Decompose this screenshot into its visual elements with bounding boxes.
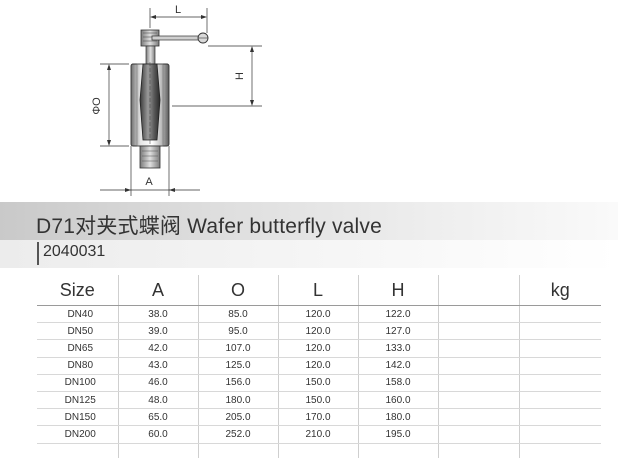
cell-empty [197,443,278,458]
cell-empty [117,443,198,458]
dim-o-label: ΦO [91,97,103,115]
cell-empty [357,443,438,458]
cell-h: 160.0 [357,391,438,410]
header-o: O [197,275,278,306]
dimension-l: L [149,4,208,33]
dim-a-label: A [145,176,153,188]
cell-a: 48.0 [117,391,198,410]
cell-a: 39.0 [117,322,198,341]
table-row: DN125 48.0 180.0 150.0 160.0 [37,391,601,410]
cell-l: 150.0 [277,391,358,410]
dim-h-label: H [234,72,246,80]
code-divider [37,242,39,265]
cell-blank [437,339,519,358]
title-band [0,202,618,240]
cell-size: DN200 [37,425,118,444]
header-a: A [117,275,198,306]
cell-empty [37,443,118,458]
cell-l: 120.0 [277,357,358,375]
cell-h: 158.0 [357,374,438,392]
cell-h: 127.0 [357,322,438,341]
cell-l: 120.0 [277,322,358,341]
cell-o: 125.0 [197,357,278,375]
cell-h: 133.0 [357,339,438,358]
cell-a: 42.0 [117,339,198,358]
cell-a: 38.0 [117,305,198,324]
dimension-a: A [100,146,200,196]
cell-h: 142.0 [357,357,438,375]
cell-blank [437,357,519,375]
table-row: DN200 60.0 252.0 210.0 195.0 [37,425,601,444]
cell-a: 43.0 [117,357,198,375]
cell-a: 65.0 [117,408,198,427]
dim-l-label: L [175,4,181,16]
table-row-empty [37,443,601,458]
product-title: D71对夹式蝶阀 Wafer butterfly valve [36,215,382,238]
header-blank [437,275,519,306]
cell-empty [277,443,358,458]
cell-l: 150.0 [277,374,358,392]
table-row: DN65 42.0 107.0 120.0 133.0 [37,339,601,358]
cell-size: DN100 [37,374,118,392]
cell-size: DN80 [37,357,118,375]
cell-size: DN125 [37,391,118,410]
cell-blank [437,408,519,427]
cell-l: 120.0 [277,339,358,358]
cell-blank [437,322,519,341]
header-size: Size [37,275,118,306]
cell-kg [518,305,601,324]
cell-o: 95.0 [197,322,278,341]
cell-kg [518,425,601,444]
table-row: DN80 43.0 125.0 120.0 142.0 [37,357,601,375]
cell-blank [437,305,519,324]
cell-kg [518,391,601,410]
cell-size: DN40 [37,305,118,324]
dimension-h: H [172,45,262,107]
code-band [0,240,618,268]
cell-o: 205.0 [197,408,278,427]
header-l: L [277,275,358,306]
cell-o: 156.0 [197,374,278,392]
cell-h: 122.0 [357,305,438,324]
cell-o: 107.0 [197,339,278,358]
cell-l: 120.0 [277,305,358,324]
cell-kg [518,322,601,341]
header-h: H [357,275,438,306]
cell-kg [518,357,601,375]
cell-o: 180.0 [197,391,278,410]
cell-a: 60.0 [117,425,198,444]
valve-bottom-stem [139,145,161,169]
valve-technical-drawing: L H ΦO A [91,4,262,196]
cell-blank [437,391,519,410]
cell-l: 210.0 [277,425,358,444]
cell-kg [518,339,601,358]
table-header-row: Size A O L H kg [37,275,601,306]
cell-h: 195.0 [357,425,438,444]
table-row: DN40 38.0 85.0 120.0 122.0 [37,305,601,324]
cell-kg [518,408,601,427]
table-row: DN150 65.0 205.0 170.0 180.0 [37,408,601,427]
cell-blank [437,374,519,392]
spec-table: Size A O L H kg DN40 38.0 85.0 120.0 122… [37,275,601,458]
valve-body [130,62,170,160]
cell-size: DN65 [37,339,118,358]
cell-empty [437,443,519,458]
cell-o: 85.0 [197,305,278,324]
cell-o: 252.0 [197,425,278,444]
table-row: DN100 46.0 156.0 150.0 158.0 [37,374,601,392]
cell-h: 180.0 [357,408,438,427]
product-code: 2040031 [43,243,106,260]
header-kg: kg [518,275,601,306]
cell-l: 170.0 [277,408,358,427]
dimension-o: ΦO [91,63,129,147]
cell-blank [437,425,519,444]
cell-size: DN50 [37,322,118,341]
table-row: DN50 39.0 95.0 120.0 127.0 [37,322,601,341]
valve-handle [140,29,209,65]
cell-size: DN150 [37,408,118,427]
cell-a: 46.0 [117,374,198,392]
cell-kg [518,374,601,392]
cell-empty [518,443,601,458]
